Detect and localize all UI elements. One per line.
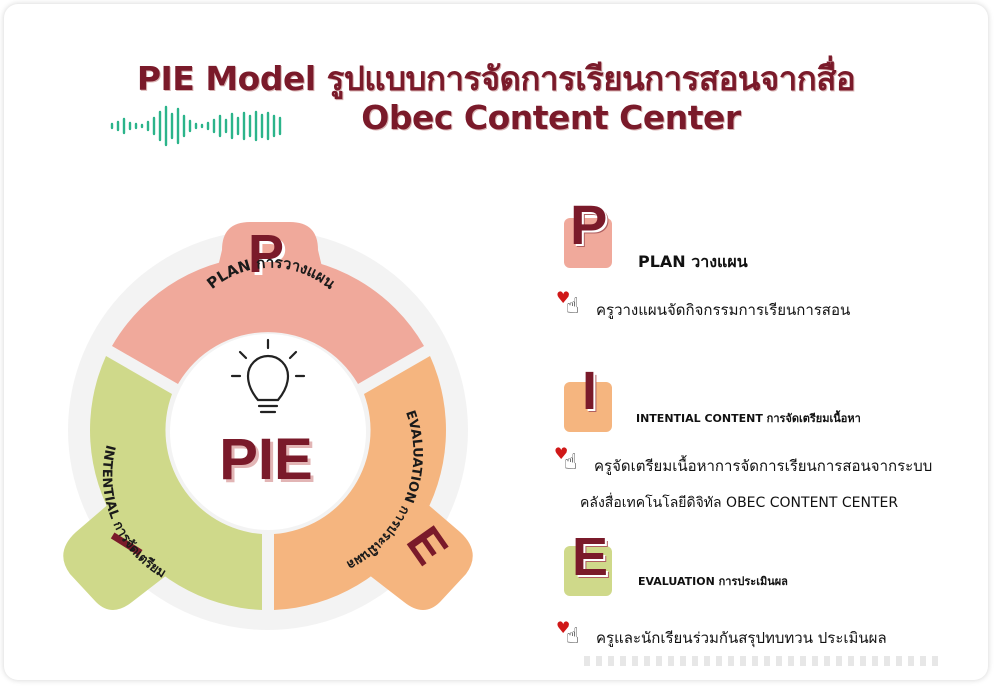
inner-circle xyxy=(170,334,366,530)
sound-wave-icon xyxy=(110,105,282,147)
badge-plan xyxy=(564,218,612,268)
heart-icon: ♥ xyxy=(556,288,571,307)
heart-icon: ♥ xyxy=(556,618,571,637)
segment-letter-p-shadow: P xyxy=(251,227,287,287)
badge-intential xyxy=(564,382,612,432)
badge-letter-p: P xyxy=(570,193,608,256)
center-label: PIE xyxy=(219,427,313,492)
title-line-1: PIE Model รูปแบบการจัดการเรียนการสอนจากส… xyxy=(136,59,856,98)
segment-intential xyxy=(63,356,262,610)
center-label-shadow: PIE xyxy=(222,430,316,495)
pointing-hand-icon: ☝ xyxy=(564,450,578,475)
step-desc-intential-1: ครูจัดเตรียมเนื้อหาการจัดการเรียนการสอนจ… xyxy=(594,457,933,475)
lightbulb-icon xyxy=(230,338,306,414)
step-heading-evaluation: EVALUATION การประเมินผล xyxy=(638,575,788,588)
pointing-hand-icon: ☝ xyxy=(566,624,580,649)
segment-plan xyxy=(112,222,424,384)
badge-letter-i: I xyxy=(582,361,598,421)
badge-evaluation xyxy=(564,546,612,596)
pointing-hand-icon: ☝ xyxy=(566,294,580,319)
step-desc-evaluation: ครูและนักเรียนร่วมกันสรุปทบทวน ประเมินผล xyxy=(596,629,887,647)
title-line-2: Obec Content Center xyxy=(361,98,741,137)
step-heading-plan: PLAN วางแผน xyxy=(638,252,748,271)
step-desc-intential-2: คลังสื่อเทคโนโลยีดิจิทัล OBEC CONTENT CE… xyxy=(580,495,899,511)
segment-evaluation xyxy=(274,356,473,610)
heart-icon: ♥ xyxy=(554,444,569,463)
step-heading-intential: INTENTIAL CONTENT การจัดเตรียมเนื้อหา xyxy=(636,412,861,425)
segment-letter-p: P xyxy=(248,224,284,284)
infographic-frame: PIE Model รูปแบบการจัดการเรียนการสอนจากส… xyxy=(4,4,988,680)
pie-cycle-diagram: P P I E PLAN การวางแผน INTENTIAL การจัดเ… xyxy=(63,222,473,630)
badge-letter-e: E xyxy=(572,527,609,587)
step-desc-plan: ครูวางแผนจัดกิจกรรมการเรียนการสอน xyxy=(596,301,851,319)
faded-text-line xyxy=(584,656,944,666)
